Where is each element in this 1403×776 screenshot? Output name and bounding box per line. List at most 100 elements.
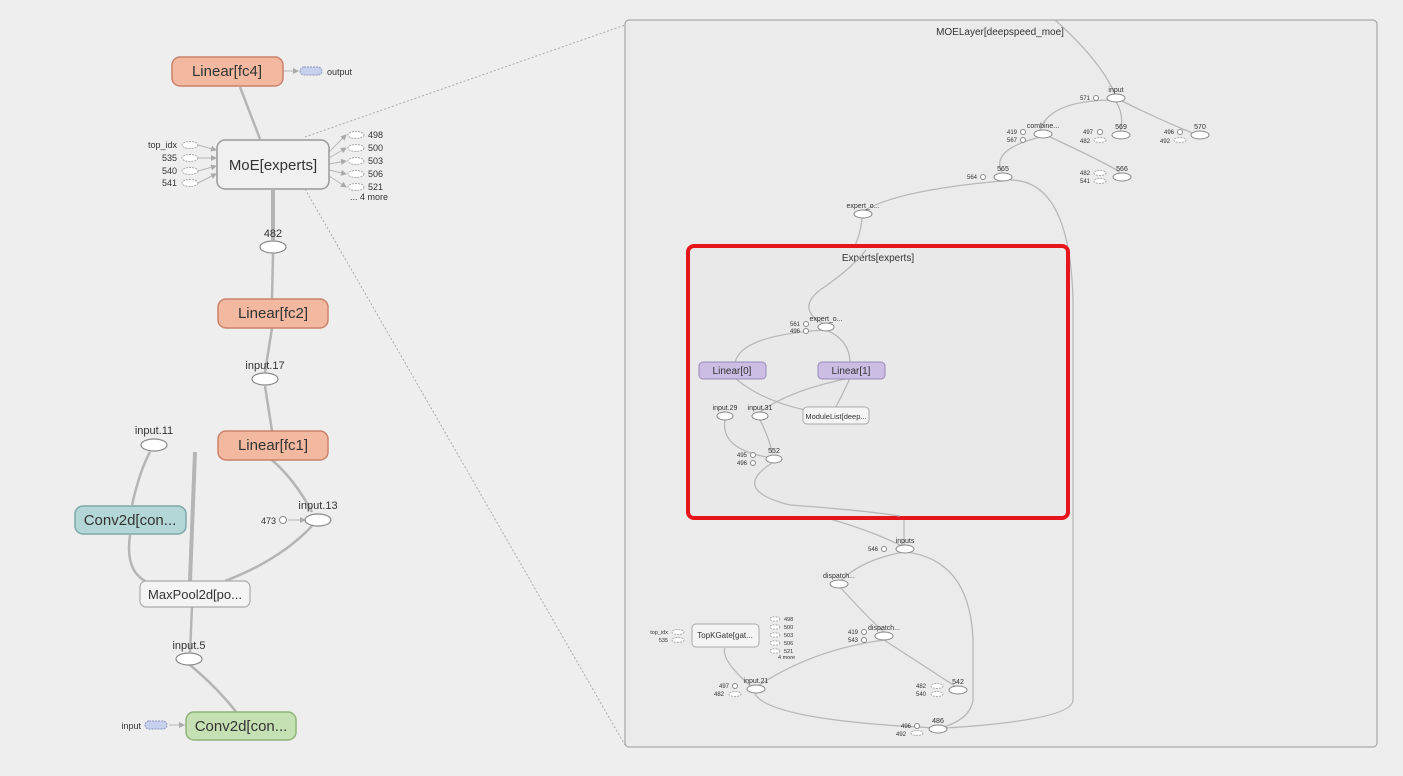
- moe-in-top-idx: top_idx: [148, 140, 178, 150]
- linear0-node[interactable]: [698, 361, 767, 380]
- node-482[interactable]: [259, 240, 287, 254]
- conv2d-b-label: Conv2d[con...: [195, 718, 288, 735]
- edge-maxpool-input11-b: [188, 451, 197, 582]
- svg-text:566: 566: [1116, 166, 1128, 173]
- moe-in-535: 535: [162, 153, 177, 163]
- svg-text:486: 486: [932, 718, 944, 725]
- svg-text:496: 496: [737, 461, 748, 467]
- svg-text:input.29: input.29: [713, 405, 738, 412]
- node-input-r: [1106, 93, 1126, 103]
- moe-top-nodes: input 571 combine... 419 567 569 497 482…: [846, 87, 1210, 219]
- conv2d-node-a[interactable]: [74, 505, 187, 535]
- maxpool-label: MaxPool2d[po...: [148, 587, 242, 602]
- node-expert-o: [853, 209, 873, 219]
- svg-text:495: 495: [737, 453, 748, 459]
- linear-fc4-label: Linear[fc4]: [192, 63, 262, 80]
- modulelist-node[interactable]: [802, 406, 870, 425]
- node-566: [1112, 172, 1132, 182]
- input-pill[interactable]: [144, 720, 168, 730]
- node-552: [765, 454, 783, 464]
- node-input5-label: input.5: [172, 640, 205, 652]
- moe-experts-label: MoE[experts]: [229, 157, 317, 174]
- svg-text:521: 521: [784, 649, 793, 655]
- svg-text:482: 482: [1080, 139, 1091, 145]
- node-input5[interactable]: [175, 652, 203, 666]
- svg-text:expert_o...: expert_o...: [809, 316, 842, 323]
- svg-text:top_idx: top_idx: [650, 630, 668, 636]
- svg-text:541: 541: [1080, 179, 1091, 185]
- svg-text:492: 492: [896, 732, 907, 738]
- linear-fc2-node[interactable]: [217, 298, 329, 329]
- moe-out-498: 498: [368, 130, 383, 140]
- node-inputs: [895, 544, 915, 554]
- node-570: [1190, 130, 1210, 140]
- svg-text:506: 506: [784, 641, 793, 647]
- edge-maxpool-input13: [224, 525, 313, 583]
- svg-text:570: 570: [1194, 124, 1206, 131]
- maxpool-node[interactable]: [139, 580, 251, 608]
- svg-text:492: 492: [1160, 139, 1171, 145]
- linear-fc2-label: Linear[fc2]: [238, 305, 308, 322]
- svg-text:input.31: input.31: [748, 405, 773, 412]
- node-input11[interactable]: [140, 438, 168, 452]
- experts-title: Experts[experts]: [842, 253, 914, 264]
- conv2d-node-b[interactable]: [185, 711, 297, 741]
- moe-out-503: 503: [368, 156, 383, 166]
- linear1-node[interactable]: [817, 361, 886, 380]
- output-pill[interactable]: [299, 66, 323, 76]
- svg-text:4 more: 4 more: [778, 655, 795, 661]
- svg-text:496: 496: [901, 724, 912, 730]
- node-input13-label: input.13: [298, 500, 337, 512]
- svg-text:inputs: inputs: [896, 538, 915, 545]
- moe-out-506: 506: [368, 169, 383, 179]
- svg-text:482: 482: [916, 684, 927, 690]
- svg-text:482: 482: [1080, 171, 1091, 177]
- svg-text:Linear[1]: Linear[1]: [832, 366, 871, 377]
- svg-text:combine...: combine...: [1027, 123, 1059, 130]
- topkgate-node[interactable]: [691, 623, 760, 648]
- linear-fc4-node[interactable]: [171, 56, 284, 87]
- node-565: [993, 172, 1013, 182]
- svg-text:input.21: input.21: [744, 678, 769, 685]
- svg-text:419: 419: [848, 630, 859, 636]
- moe-experts-node[interactable]: [216, 139, 330, 190]
- edge-input13-fc1: [271, 459, 314, 513]
- svg-text:498: 498: [784, 617, 793, 623]
- svg-text:503: 503: [784, 633, 793, 639]
- node-input11-label: input.11: [135, 425, 173, 437]
- moe-inputs: top_idx 535 540 541: [148, 140, 199, 188]
- svg-text:542: 542: [952, 679, 964, 686]
- svg-text:496: 496: [1164, 130, 1175, 136]
- svg-text:571: 571: [1080, 96, 1091, 102]
- node-input29: [716, 411, 734, 421]
- node-expert-o2: [817, 322, 835, 332]
- moe-out-521: 521: [368, 182, 383, 192]
- svg-text:497: 497: [719, 684, 730, 690]
- moe-in-540: 540: [162, 166, 177, 176]
- svg-text:567: 567: [1007, 138, 1018, 144]
- node-569: [1111, 130, 1131, 140]
- node-input21: [746, 684, 766, 694]
- svg-text:535: 535: [659, 638, 668, 644]
- svg-text:input: input: [1108, 87, 1123, 94]
- svg-text:TopKGate[gat...: TopKGate[gat...: [697, 631, 753, 640]
- moe-bottom-nodes: inputs 546 dispatch... TopKGate[gat... t…: [650, 538, 968, 738]
- output-label: output: [327, 67, 353, 77]
- svg-text:419: 419: [1007, 130, 1018, 136]
- linear-fc1-label: Linear[fc1]: [238, 437, 308, 454]
- node-dispatch2: [874, 631, 894, 641]
- node-input17[interactable]: [251, 372, 279, 386]
- node-input13[interactable]: [304, 513, 332, 527]
- zoom-line-top: [304, 24, 626, 138]
- linear-fc1-node[interactable]: [217, 430, 329, 461]
- edge-moe-fc4: [238, 86, 262, 140]
- svg-text:dispatch...: dispatch...: [823, 573, 855, 580]
- experts-highlight-box[interactable]: [686, 244, 1070, 520]
- svg-text:ModuleList[deep...: ModuleList[deep...: [805, 412, 866, 421]
- node-473-dot[interactable]: [279, 516, 287, 524]
- edge-conv-input11: [130, 451, 152, 506]
- edge-input5-maxpool: [188, 606, 194, 653]
- svg-text:Linear[0]: Linear[0]: [713, 366, 752, 377]
